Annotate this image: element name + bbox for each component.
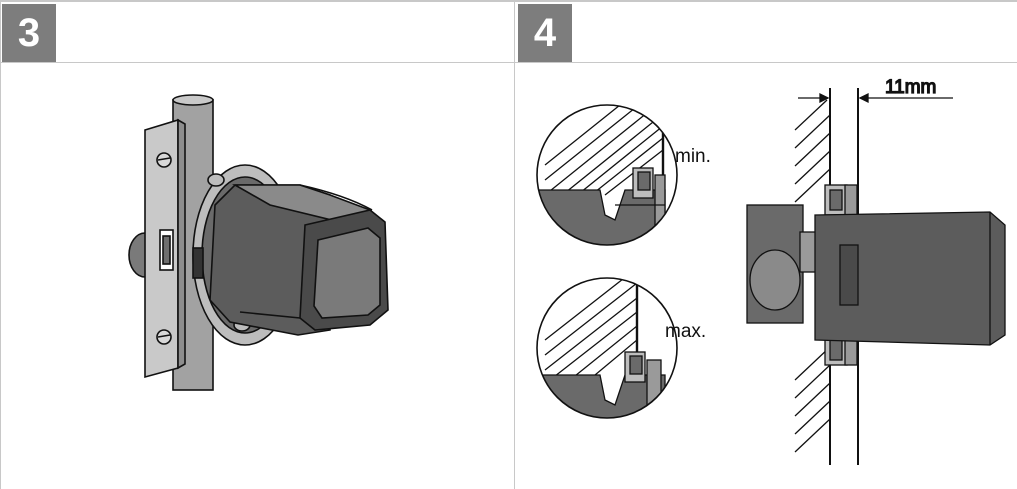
step-number-badge: 3	[2, 4, 56, 62]
mounting-bracket	[144, 118, 186, 379]
wall-hatching	[794, 99, 831, 453]
side-view-assembly: 11mm	[746, 76, 1006, 465]
max-label: max.	[665, 321, 706, 342]
step-number-badge: 4	[518, 4, 572, 62]
max-detail-view: max.	[536, 277, 706, 419]
step-3-panel: 3	[0, 4, 514, 391]
mounting-clearance-illustration: min. max.	[536, 76, 1006, 465]
header-rule	[515, 62, 1017, 63]
panel-divider	[514, 0, 515, 489]
min-detail-view: min.	[536, 104, 711, 246]
min-label: min.	[675, 146, 711, 167]
gap-dimension-label: 11mm	[885, 77, 936, 98]
left-border	[0, 0, 1, 489]
actuator-body	[192, 184, 389, 336]
actuator-on-pipe-illustration	[128, 94, 389, 391]
step-4-panel: 4	[515, 0, 1017, 489]
top-border	[0, 0, 1017, 2]
header-rule	[0, 62, 514, 63]
